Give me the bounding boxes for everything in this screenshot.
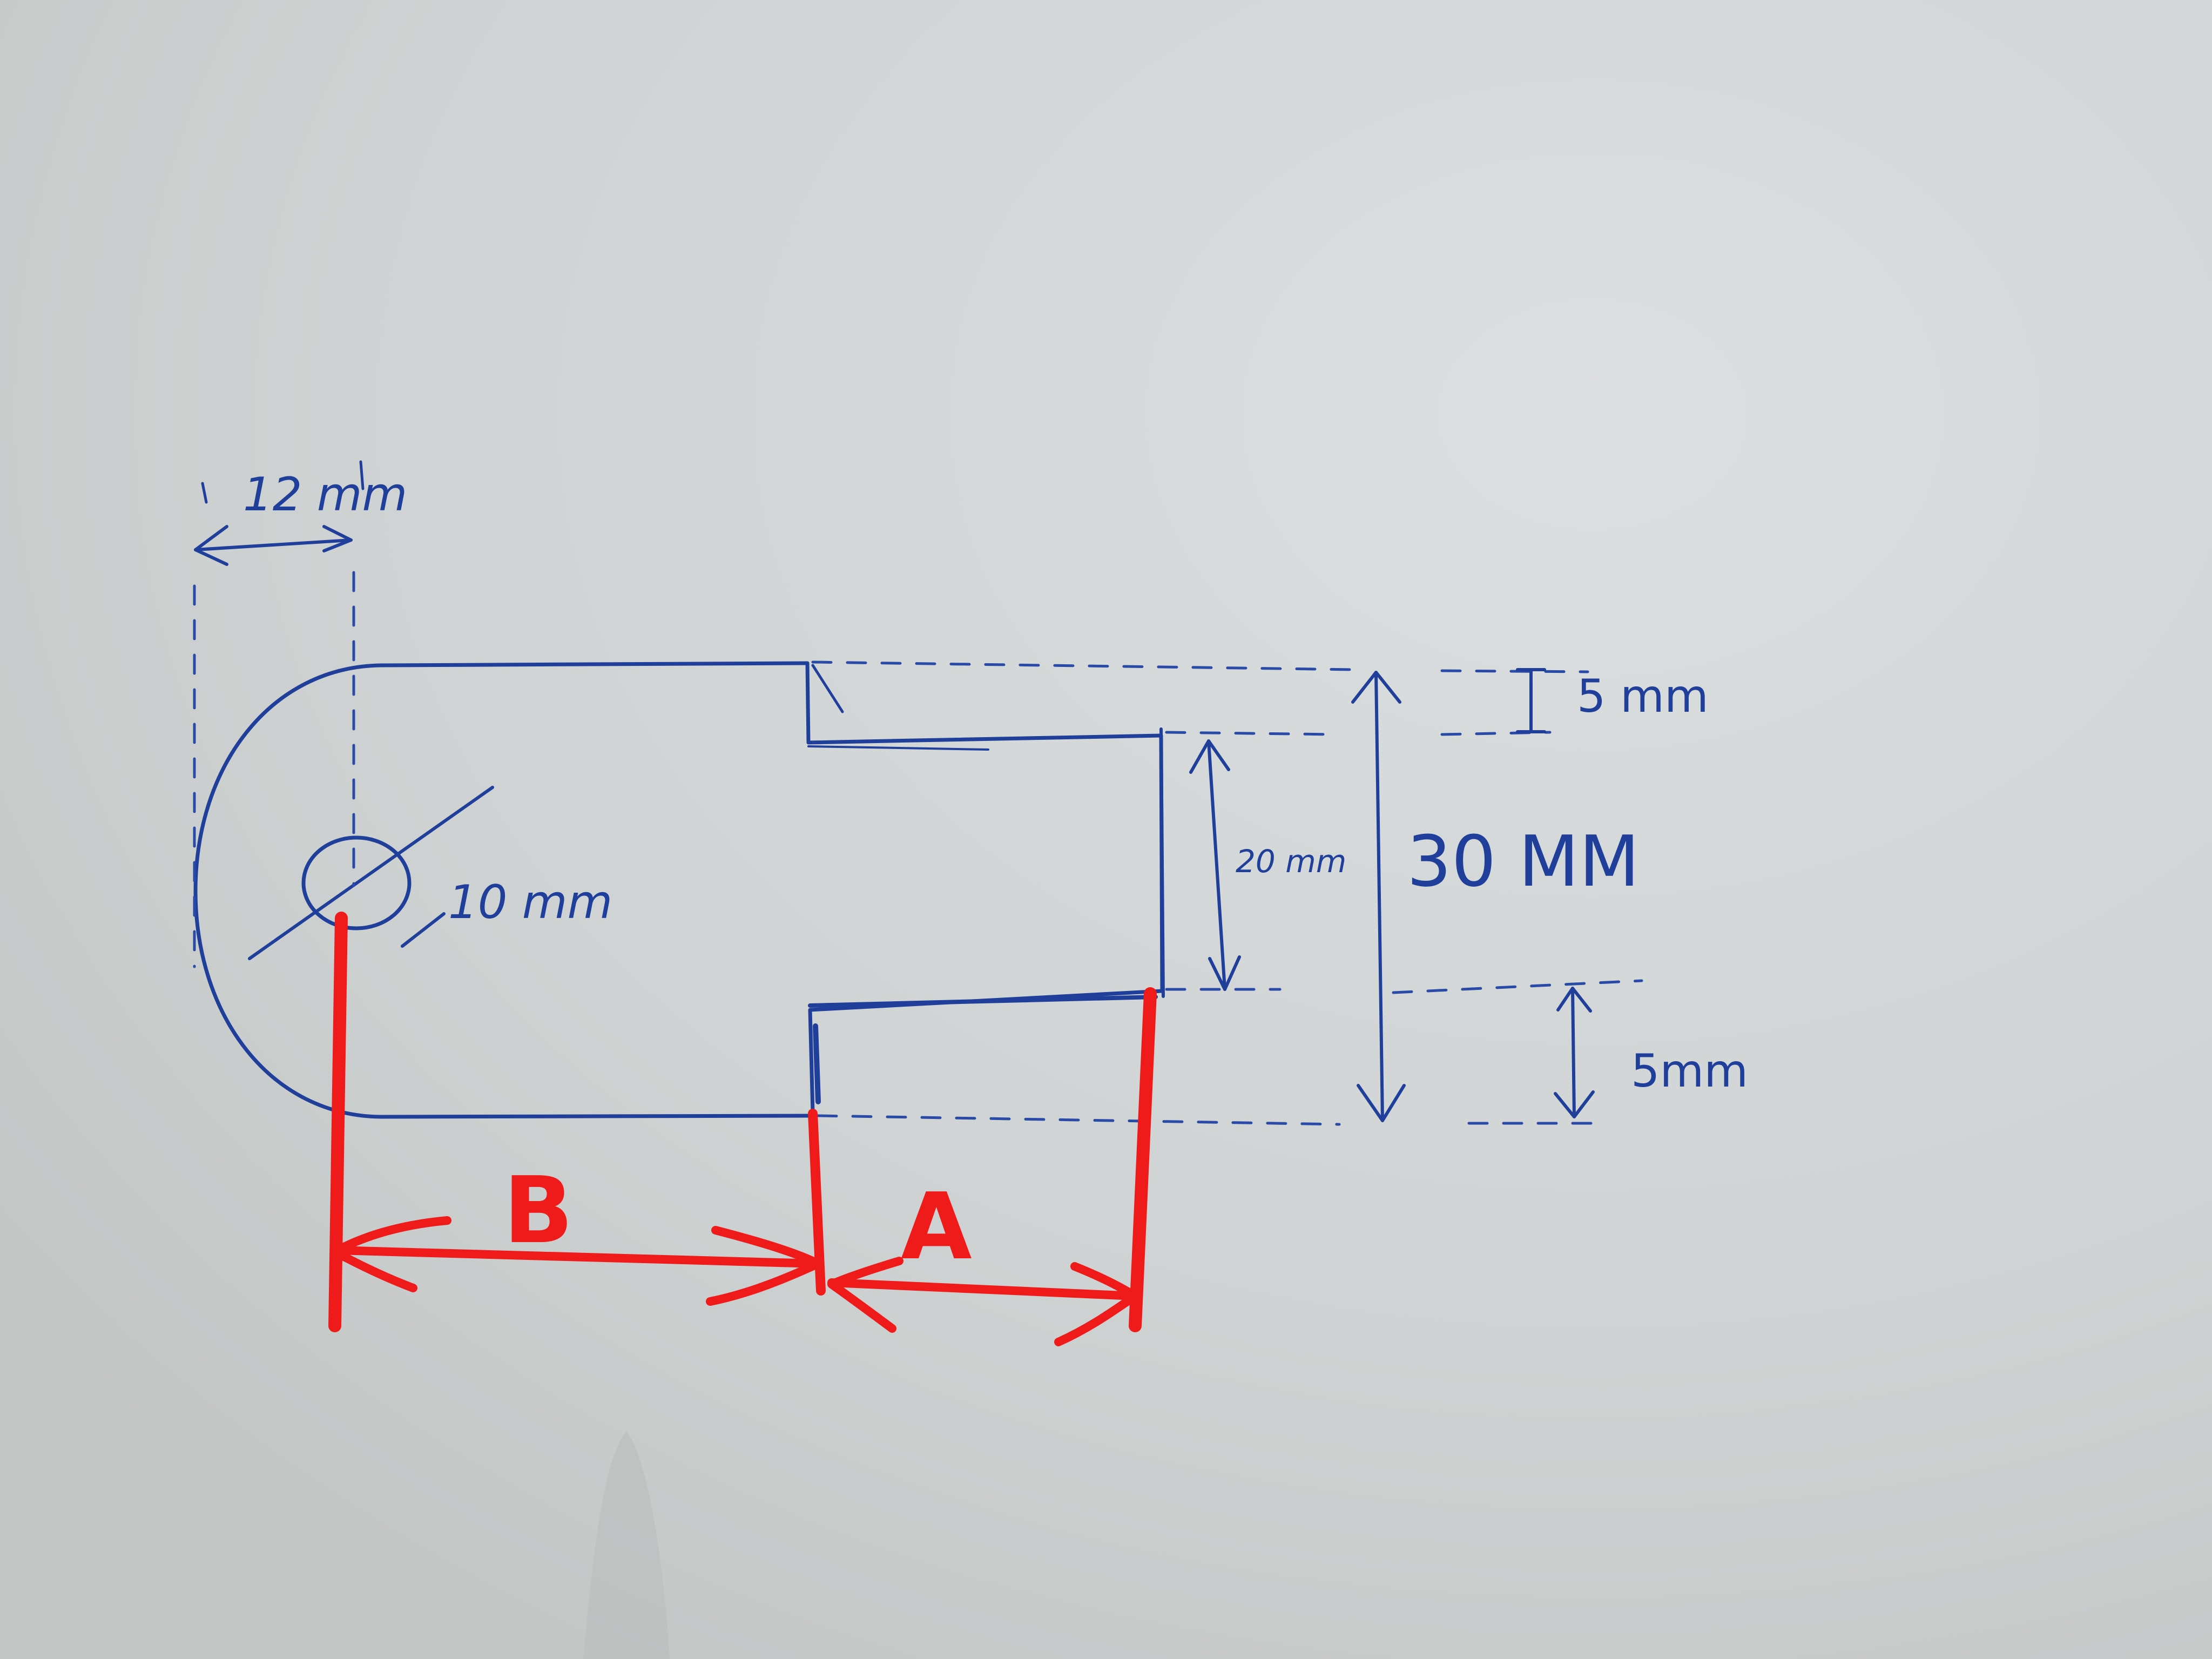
red-annotation-b: B	[328, 912, 826, 1332]
hole	[248, 786, 494, 960]
construction-lines	[193, 571, 1643, 1126]
overall-dimension: 30 MM	[1351, 671, 1640, 1122]
bottom-wall-dimension-label: 5mm	[1631, 1044, 1748, 1097]
top-wall-dimension-label: 5 mm	[1577, 670, 1709, 723]
slot-dimension-label: 20 mm	[1236, 843, 1346, 880]
dim-a-label: A	[901, 1174, 972, 1280]
dim-b-label: B	[503, 1157, 574, 1264]
offset-dimension: 12 mm	[194, 460, 407, 566]
slot-dimension: 20 mm	[1189, 739, 1346, 991]
hole-diameter-label: 10 mm	[448, 875, 612, 929]
part-outline	[193, 661, 1165, 1119]
paper-shadow	[583, 1431, 670, 1659]
top-wall-dimension: 5 mm	[1516, 668, 1709, 733]
overall-dimension-label: 30 MM	[1407, 820, 1640, 902]
offset-dimension-label: 12 mm	[243, 468, 407, 522]
bottom-wall-dimension: 5mm	[1554, 987, 1748, 1118]
red-annotation-a: A	[827, 987, 1157, 1346]
